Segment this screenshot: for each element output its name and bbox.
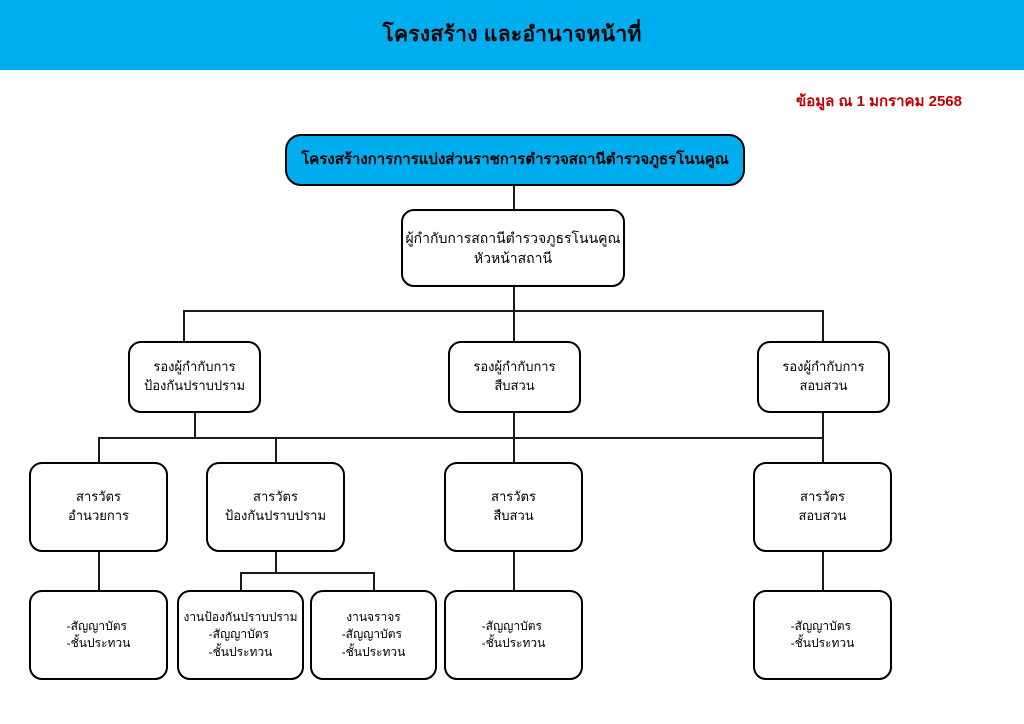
connector-deputy1-stem <box>194 413 196 437</box>
node-inspector-inquiry: สารวัตร สอบสวน <box>753 462 892 552</box>
node-unit-investigation: -สัญญาบัตร -ชั้นประทวน <box>444 590 583 680</box>
node-deputy-inquiry: รองผู้กำกับการ สอบสวน <box>757 341 890 413</box>
chart-title-box: โครงสร้างการการแบ่งส่วนราชการตำรวจสถานีต… <box>285 134 745 186</box>
connector-prevention-drop-left <box>240 572 242 590</box>
connector-inspector-drop-1 <box>98 437 100 462</box>
connector-deputy-bus <box>183 310 822 312</box>
node-unit-administration: -สัญญาบัตร -ชั้นประทวน <box>29 590 168 680</box>
node-inspector-prevention: สารวัตร ป้องกันปราบปราม <box>206 462 345 552</box>
connector-prevention-bus <box>240 572 374 574</box>
page-title: โครงสร้าง และอำนาจหน้าที่ <box>382 23 642 47</box>
connector-deputy-drop-3 <box>822 310 824 341</box>
node-unit-traffic-text: -สัญญาบัตร -ชั้นประทวน <box>342 626 406 661</box>
node-deputy-inquiry-line1: รองผู้กำกับการ <box>782 359 865 375</box>
node-unit-traffic-line2: -ชั้นประทวน <box>341 644 406 659</box>
node-unit-inquiry: -สัญญาบัตร -ชั้นประทวน <box>753 590 892 680</box>
node-unit-traffic-head: งานจราจร <box>346 609 401 624</box>
node-deputy-investigation-line2: สืบสวน <box>494 378 535 393</box>
node-commander-line1: ผู้กำกับการสถานีตำรวจภูธรโนนคูณ <box>405 229 621 246</box>
node-deputy-inquiry-line2: สอบสวน <box>799 378 848 393</box>
node-unit-investigation-text: -สัญญาบัตร -ชั้นประทวน <box>482 618 546 653</box>
node-unit-prevention-head: งานป้องกันปราบปราม <box>183 609 298 624</box>
node-inspector-administration: สารวัตร อำนวยการ <box>29 462 168 552</box>
node-inspector-inquiry-line1: สารวัตร <box>800 489 845 505</box>
connector-investigation-to-unit <box>513 552 515 590</box>
connector-administration-to-unit <box>98 552 100 590</box>
node-inspector-prevention-line2: ป้องกันปราบปราม <box>224 508 327 523</box>
node-inspector-inquiry-line2: สอบสวน <box>798 508 847 523</box>
connector-banner-to-root <box>513 186 515 209</box>
node-unit-administration-line2: -ชั้นประทวน <box>66 636 131 650</box>
node-deputy-prevention: รองผู้กำกับการ ป้องกันปราบปราม <box>128 341 261 413</box>
node-deputy-prevention-line1: รองผู้กำกับการ <box>153 359 236 375</box>
connector-inspector-drop-2 <box>275 437 277 462</box>
node-commander: ผู้กำกับการสถานีตำรวจภูธรโนนคูณ หัวหน้าส… <box>401 209 625 287</box>
connector-deputy3-stem <box>822 413 824 437</box>
header-bar: โครงสร้าง และอำนาจหน้าที่ <box>0 0 1024 70</box>
node-unit-administration-text: -สัญญาบัตร -ชั้นประทวน <box>67 618 131 653</box>
connector-prevention-stem <box>275 552 277 572</box>
node-unit-investigation-line2: -ชั้นประทวน <box>481 636 546 650</box>
node-unit-prevention-text: -สัญญาบัตร -ชั้นประทวน <box>209 626 273 661</box>
chart-title-label: โครงสร้างการการแบ่งส่วนราชการตำรวจสถานีต… <box>301 151 729 169</box>
connector-prevention-drop-right <box>373 572 375 590</box>
connector-deputy-drop-2 <box>513 310 515 341</box>
node-inspector-investigation-line1: สารวัตร <box>491 489 536 505</box>
node-unit-inquiry-line1: -สัญญาบัตร <box>790 618 852 633</box>
node-deputy-investigation: รองผู้กำกับการ สืบสวน <box>448 341 581 413</box>
node-inspector-administration-line1: สารวัตร <box>76 489 121 505</box>
connector-inquiry-to-unit <box>822 552 824 590</box>
node-inspector-administration-line2: อำนวยการ <box>67 508 130 523</box>
node-unit-administration-line1: -สัญญาบัตร <box>66 618 128 633</box>
node-inspector-investigation-line2: สืบสวน <box>493 508 534 523</box>
node-unit-prevention-line2: -ชั้นประทวน <box>208 644 273 659</box>
node-unit-inquiry-line2: -ชั้นประทวน <box>790 636 855 650</box>
connector-inspector-drop-3 <box>513 437 515 462</box>
node-deputy-investigation-line1: รองผู้กำกับการ <box>473 359 556 375</box>
node-unit-inquiry-text: -สัญญาบัตร -ชั้นประทวน <box>791 618 855 653</box>
date-stamp: ข้อมูล ณ 1 มกราคม 2568 <box>795 93 962 110</box>
node-unit-investigation-line1: -สัญญาบัตร <box>481 618 543 633</box>
connector-deputy-drop-1 <box>183 310 185 341</box>
node-unit-prevention-line1: -สัญญาบัตร <box>208 627 270 642</box>
connector-deputy2-stem <box>513 413 515 437</box>
node-inspector-prevention-line1: สารวัตร <box>253 489 298 505</box>
node-unit-traffic-line1: -สัญญาบัตร <box>341 627 403 642</box>
connector-inspector-drop-4 <box>822 437 824 462</box>
node-commander-line2: หัวหน้าสถานี <box>473 250 553 266</box>
node-unit-traffic: งานจราจร -สัญญาบัตร -ชั้นประทวน <box>310 590 437 680</box>
node-deputy-prevention-line2: ป้องกันปราบปราม <box>143 378 246 393</box>
node-unit-prevention: งานป้องกันปราบปราม -สัญญาบัตร -ชั้นประทว… <box>177 590 304 680</box>
connector-inspector-bus <box>98 437 822 439</box>
node-inspector-investigation: สารวัตร สืบสวน <box>444 462 583 552</box>
connector-root-stem <box>513 287 515 311</box>
